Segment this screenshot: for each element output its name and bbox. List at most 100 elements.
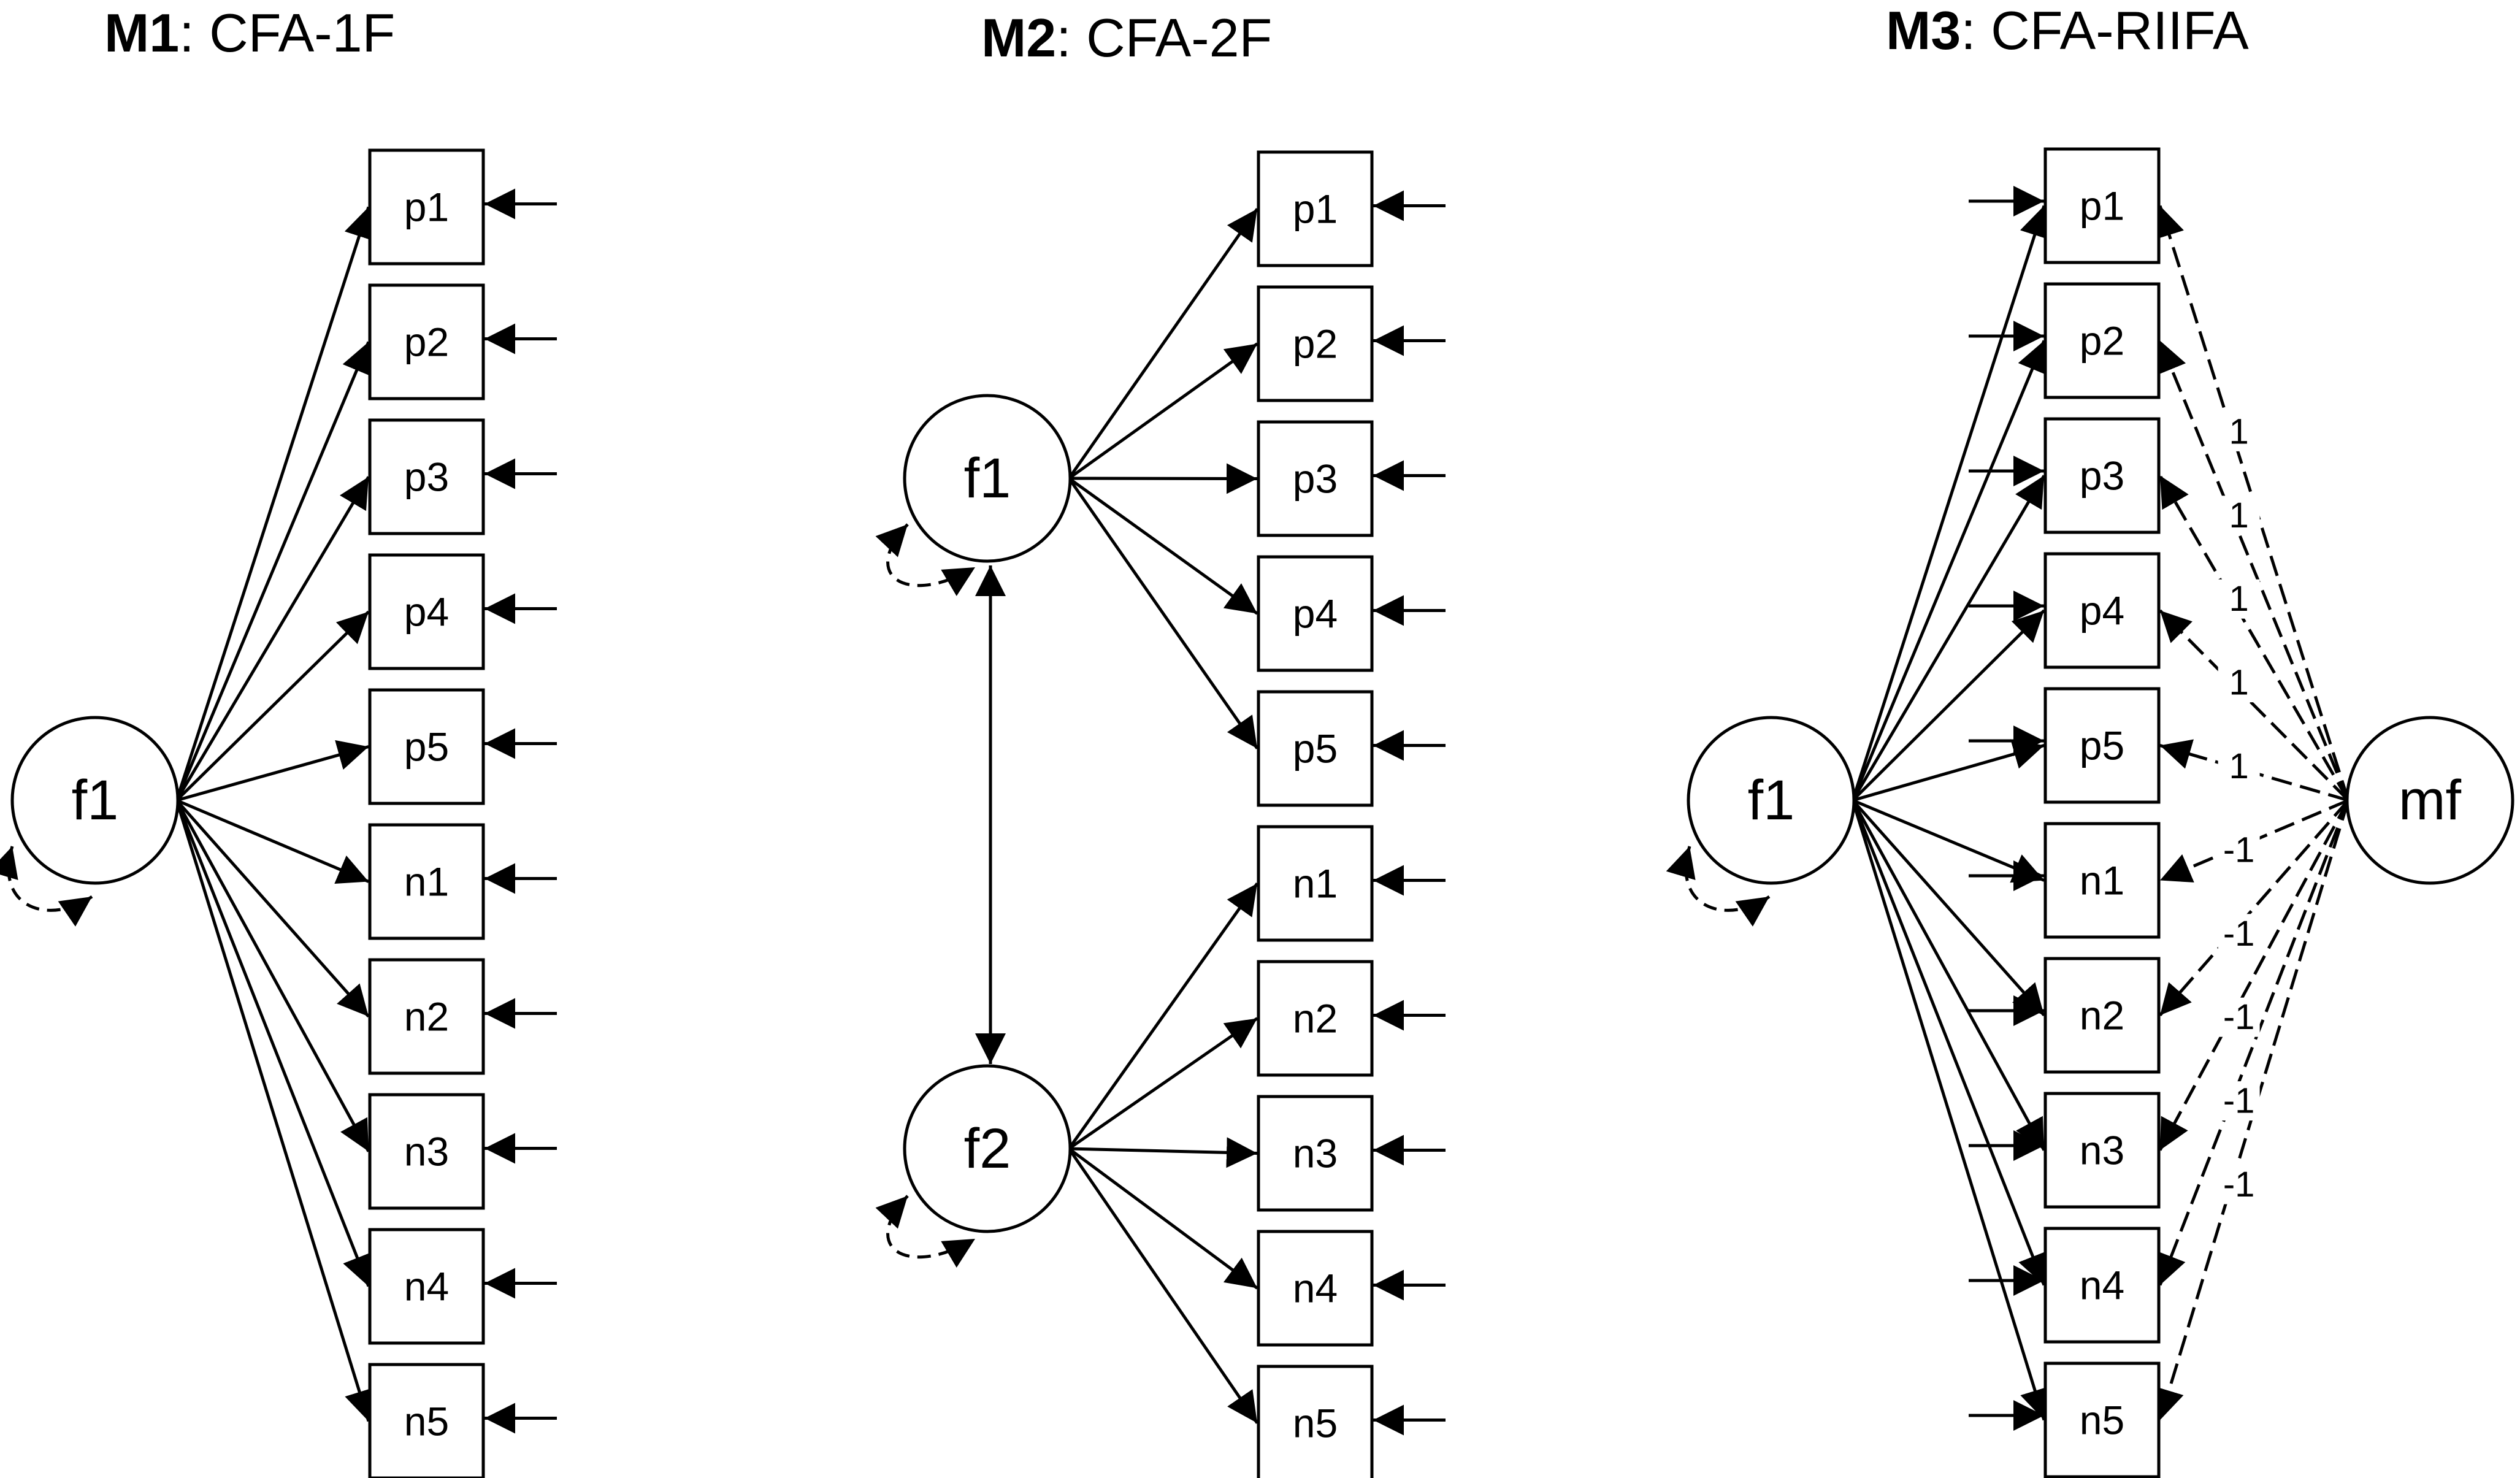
model-m3-errors xyxy=(1969,186,2044,1431)
m2-item-label-n4: n4 xyxy=(1293,1266,1338,1311)
m3-item-label-p5: p5 xyxy=(2080,723,2124,768)
m3-item-label-n5: n5 xyxy=(2080,1398,2124,1443)
m1-item-box-p1 xyxy=(368,148,485,266)
model-m2-title: M2: CFA-2F xyxy=(981,7,1272,68)
m3-item-box-n1 xyxy=(2043,822,2161,939)
m2-loading-arrow-p5 xyxy=(1067,477,1259,749)
m3-method-loading-arrow-p3 xyxy=(2158,475,2350,802)
model-m3-factor-f1: f1 xyxy=(1666,716,1856,927)
m3-item-label-n3: n3 xyxy=(2080,1128,2124,1173)
m2-item-box-p5 xyxy=(1257,690,1374,807)
model-m3-method-factor-label: mf xyxy=(2399,769,2462,832)
m3-method-loading-label-p4: 1 xyxy=(2229,663,2249,703)
m2-loading-arrow-n4 xyxy=(1068,1147,1258,1290)
model-m3-title: M3: CFA-RIIFA xyxy=(1886,0,2249,61)
m3-method-loading-label-p2: 1 xyxy=(2229,496,2249,535)
m1-item-box-n1 xyxy=(368,823,485,940)
m3-item-box-p4 xyxy=(2043,552,2161,669)
m3-method-loading-label-bg-n3 xyxy=(2218,997,2260,1037)
m2-loading-arrow-n3 xyxy=(1068,1137,1258,1168)
model-m1-factor-f1-label: f1 xyxy=(72,769,119,832)
m3-loading-arrow-p2 xyxy=(1851,340,2047,801)
m1-loading-arrow-n5 xyxy=(175,800,375,1422)
m1-item-box-p4 xyxy=(368,553,485,670)
m3-method-loading-label-bg-p3 xyxy=(2218,579,2260,619)
m2-item-label-p1: p1 xyxy=(1293,186,1338,232)
m1-loading-arrow-p2 xyxy=(175,341,371,801)
model-m3-factor-f1-label: f1 xyxy=(1748,769,1795,832)
m3-method-loading-label-bg-p4 xyxy=(2218,663,2260,703)
m3-item-box-n5 xyxy=(2043,1361,2161,1478)
m3-item-box-p5 xyxy=(2043,687,2161,804)
m1-loading-arrow-p4 xyxy=(175,610,370,802)
m3-method-loading-label-n4: -1 xyxy=(2223,1081,2255,1121)
model-m3-method-loadings xyxy=(2154,205,2350,1421)
m2-loading-arrow-n2 xyxy=(1068,1017,1258,1151)
m1-item-box-p3 xyxy=(368,418,485,535)
m3-method-loading-label-n1: -1 xyxy=(2223,830,2255,870)
m3-method-loading-label-n3: -1 xyxy=(2223,997,2255,1037)
m2-loading-arrow-p4 xyxy=(1068,477,1258,615)
m3-item-label-p4: p4 xyxy=(2080,588,2124,634)
model-m3-method-factor: mf xyxy=(2345,716,2514,885)
m3-item-box-p1 xyxy=(2043,147,2161,264)
m1-item-box-p5 xyxy=(368,688,485,805)
m2-item-box-p2 xyxy=(1257,285,1374,402)
m3-method-loading-arrow-p4 xyxy=(2159,609,2350,802)
model-m2-factor-f2: f2 xyxy=(875,1064,1072,1268)
m3-loading-arrow-p4 xyxy=(1852,609,2045,802)
m1-loading-arrow-n4 xyxy=(175,800,372,1287)
m3-method-loading-label-p5: 1 xyxy=(2229,746,2249,786)
m3-loading-arrow-n5 xyxy=(1851,800,2050,1421)
model-m3-f1-variance-arc xyxy=(1666,846,1771,927)
m3-loading-arrow-n3 xyxy=(1851,799,2046,1151)
m3-method-loading-label-bg-n4 xyxy=(2218,1081,2260,1121)
m1-item-label-n1: n1 xyxy=(404,859,449,905)
m3-item-box-p3 xyxy=(2043,417,2161,534)
m3-loading-arrow-p1 xyxy=(1851,205,2050,801)
m3-item-label-n2: n2 xyxy=(2080,993,2124,1038)
m3-loading-arrow-n4 xyxy=(1851,800,2047,1286)
m2-loading-arrow-p2 xyxy=(1068,342,1258,480)
m3-method-loading-label-bg-p5 xyxy=(2218,746,2260,786)
m2-item-box-n4 xyxy=(1257,1230,1374,1347)
m2-loading-arrow-n5 xyxy=(1067,1147,1259,1424)
m1-loading-arrow-p3 xyxy=(175,476,370,802)
m1-item-box-n2 xyxy=(368,958,485,1075)
m3-method-loading-label-bg-p1 xyxy=(2218,412,2260,451)
m1-item-box-p2 xyxy=(368,283,485,400)
m3-method-loading-arrow-n3 xyxy=(2158,799,2350,1151)
m2-item-box-p3 xyxy=(1257,420,1374,537)
m1-item-box-n4 xyxy=(368,1228,485,1345)
m2-item-box-n3 xyxy=(1257,1095,1374,1212)
m2-item-box-n5 xyxy=(1257,1365,1374,1478)
m3-loading-arrow-n1 xyxy=(1852,798,2045,883)
model-m2-factor-f2-circle xyxy=(903,1064,1072,1233)
model-m2-errors xyxy=(1373,190,1446,1436)
m3-method-loading-arrow-n2 xyxy=(2159,799,2350,1017)
m1-item-label-n4: n4 xyxy=(404,1264,449,1309)
m2-item-label-p4: p4 xyxy=(1293,591,1338,637)
m1-loading-arrow-n2 xyxy=(175,799,370,1018)
m2-item-label-n3: n3 xyxy=(1293,1131,1338,1176)
m3-item-label-n4: n4 xyxy=(2080,1263,2124,1308)
m3-method-loading-label-bg-p2 xyxy=(2218,496,2260,535)
m2-item-label-p2: p2 xyxy=(1293,321,1338,367)
model-m3-loadings xyxy=(1851,205,2050,1421)
m3-item-box-n4 xyxy=(2043,1227,2161,1344)
m2-loading-arrow-p3 xyxy=(1068,463,1258,494)
model-m2-factor-f2-label: f2 xyxy=(964,1117,1011,1180)
m3-item-label-p3: p3 xyxy=(2080,453,2124,499)
m2-item-label-n1: n1 xyxy=(1293,861,1338,906)
model-m1-factor-f1: f1 xyxy=(0,716,180,927)
m1-item-label-p4: p4 xyxy=(404,589,449,635)
model-m1-loadings xyxy=(175,206,375,1422)
model-m3-method-factor-circle xyxy=(2345,716,2514,885)
m3-method-loading-label-n2: -1 xyxy=(2223,914,2255,954)
m3-item-label-n1: n1 xyxy=(2080,858,2124,903)
